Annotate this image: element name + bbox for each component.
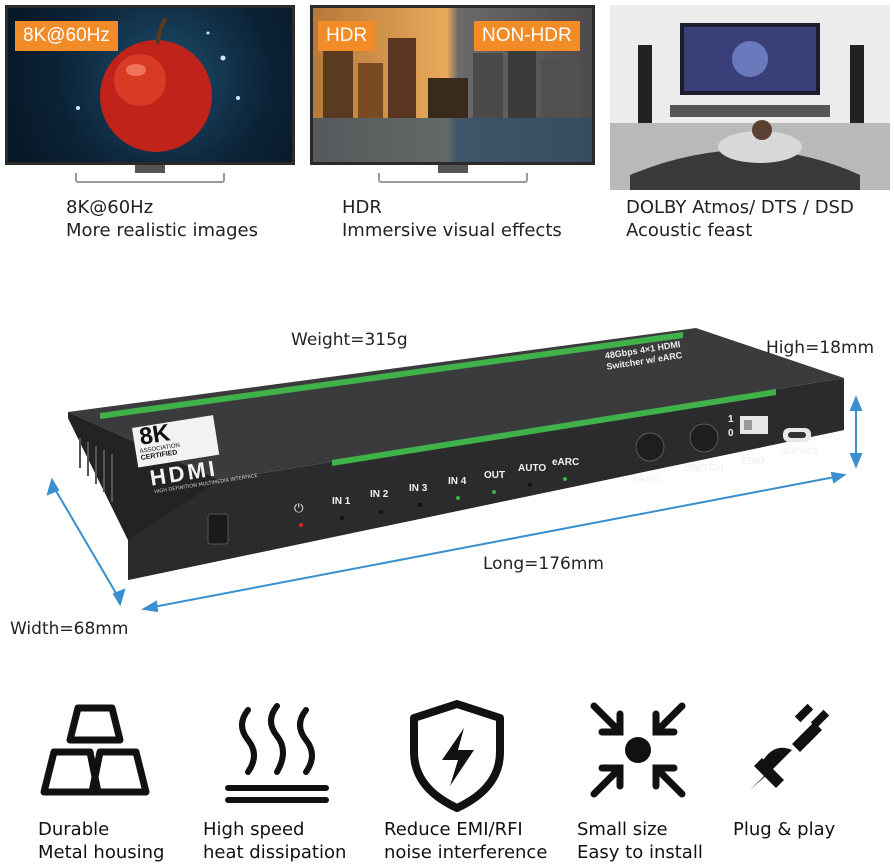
compress-arrows-icon (590, 702, 686, 798)
accent-strip-front (332, 389, 776, 466)
caption-hdr-line2: Immersive visual effects (342, 220, 562, 241)
indicator-led-auto (528, 483, 532, 487)
plug-icon (750, 703, 830, 790)
indicator-led-in4 (456, 496, 460, 500)
indicator-label-in2: IN 2 (370, 489, 389, 500)
caption-hdr: HDR Immersive visual effects (342, 196, 562, 242)
long-arrow (147, 475, 841, 609)
caption-hdr-line1: HDR (342, 197, 382, 218)
panel-hdr: HDR NON-HDR (310, 5, 595, 190)
feature-plug: Plug & play (733, 818, 835, 841)
feature-emi: Reduce EMI/RFI noise interference (384, 818, 547, 864)
heat-waves-icon (225, 703, 329, 803)
indicator-led-in1 (340, 516, 344, 520)
width-arrow (51, 483, 121, 601)
indicator-led-earc (563, 477, 567, 481)
panel-dolby (610, 5, 890, 190)
indicator-label-in3: IN 3 (409, 483, 428, 494)
feature-size-line2: Easy to install (577, 842, 703, 863)
feature-size: Small size Easy to install (577, 818, 703, 864)
indicator-led-out (492, 490, 496, 494)
feature-size-line1: Small size (577, 819, 668, 840)
edid-pos-1: 1 (728, 414, 734, 425)
caption-dolby-line2: Acoustic feast (626, 220, 753, 241)
feature-durable: Durable Metal housing (38, 818, 164, 864)
high-label: High=18mm (766, 338, 875, 358)
caption-dolby: DOLBY Atmos/ DTS / DSD Acoustic feast (626, 196, 854, 242)
device-illustration (46, 328, 863, 613)
tv-stand (75, 165, 225, 183)
tv-stand (377, 165, 528, 183)
edid-label: EDID (741, 456, 765, 467)
canal-city-image (313, 38, 592, 162)
switch-button-label: SWITCH (684, 463, 724, 474)
edid-pos-0: 0 (728, 428, 734, 439)
living-room-image (610, 5, 890, 190)
indicator-led-in2 (379, 510, 383, 514)
feature-heat-line1: High speed (203, 819, 305, 840)
weight-label: Weight=315g (291, 330, 408, 350)
indicator-label-auto: AUTO (518, 463, 547, 474)
earc-button[interactable] (636, 433, 664, 461)
earc-button-shape (635, 432, 665, 462)
tv-hdr-screen (310, 5, 595, 165)
power-led (299, 523, 303, 527)
caption-8k: 8K@60Hz More realistic images (66, 196, 258, 242)
earc-button-label: eARC (633, 474, 661, 485)
feature-heat: High speed heat dissipation (203, 818, 346, 864)
indicator-label-in1: IN 1 (332, 496, 351, 507)
caption-8k-line1: 8K@60Hz (66, 197, 154, 218)
apple-image (76, 16, 240, 152)
caption-8k-line2: More realistic images (66, 220, 258, 241)
caption-dolby-line1: DOLBY Atmos/ DTS / DSD (626, 197, 854, 218)
indicator-led-in3 (418, 503, 422, 507)
width-label: Width=68mm (10, 619, 129, 639)
accent-strip-top (100, 332, 683, 419)
indicator-label-in4: IN 4 (448, 476, 467, 487)
service-label: SERVICE (780, 446, 820, 456)
shield-bolt-icon (410, 700, 504, 812)
indicator-label-earc: eARC (552, 457, 580, 468)
feature-durable-line1: Durable (38, 819, 110, 840)
ir-window (207, 513, 229, 545)
switch-button[interactable] (690, 424, 718, 452)
feature-emi-line2: noise interference (384, 842, 548, 863)
badge-non-hdr: NON-HDR (474, 21, 580, 51)
badge-8k60: 8K@60Hz (15, 21, 118, 51)
metal-bars-icon (40, 704, 150, 796)
feature-emi-line1: Reduce EMI/RFI (384, 819, 523, 840)
panel-8k: 8K@60Hz (5, 5, 295, 190)
long-label: Long=176mm (483, 554, 604, 574)
indicator-label-out: OUT (484, 470, 506, 481)
switch-button-shape (689, 423, 719, 453)
feature-plug-line1: Plug & play (733, 819, 836, 840)
badge-hdr: HDR (318, 21, 376, 51)
tv-8k-screen (5, 5, 295, 165)
power-icon: ⏻ (294, 501, 304, 515)
feature-durable-line2: Metal housing (38, 842, 165, 863)
feature-heat-line2: heat dissipation (203, 842, 347, 863)
